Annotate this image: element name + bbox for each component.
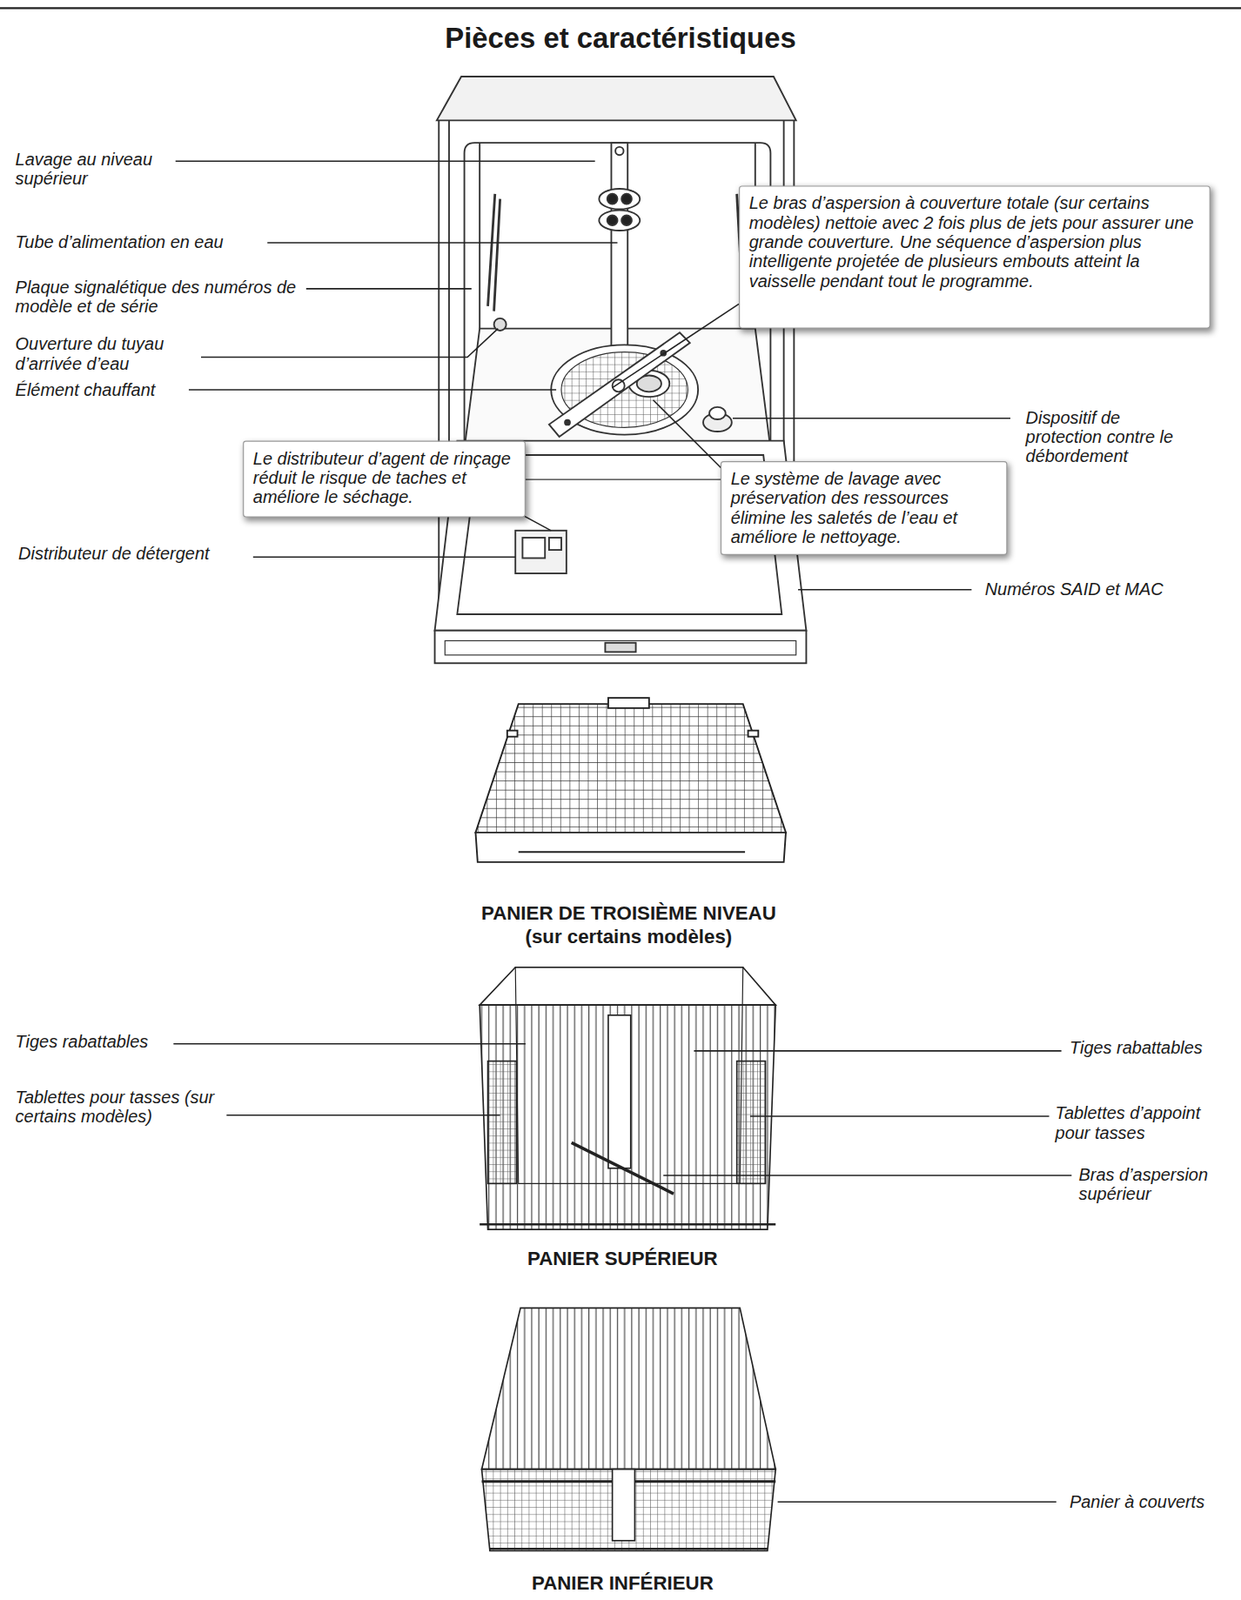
part-label: Tube d’alimentation en eau xyxy=(15,232,282,252)
lower-rack-drawing xyxy=(482,1308,777,1551)
leader-lines xyxy=(173,1044,1072,1176)
part-label: Distributeur de détergent xyxy=(18,543,263,564)
title: Pièces et caractéristiques xyxy=(212,22,1029,56)
part-label: Bras d’aspersion supérieur xyxy=(1079,1165,1238,1205)
callout-box: Le distributeur d’agent de rinçage rédui… xyxy=(242,441,526,518)
callout-box: Le bras d’aspersion à couverture totale … xyxy=(738,185,1211,329)
rack-caption: PANIER DE TROISIÈME NIVEAU xyxy=(373,902,884,926)
rack-caption: PANIER SUPÉRIEUR xyxy=(367,1247,878,1271)
part-label: Panier à couverts xyxy=(1069,1493,1241,1513)
part-label: Tiges rabattables xyxy=(15,1033,180,1053)
part-label: Tiges rabattables xyxy=(1069,1039,1241,1059)
dishwasher-drawing xyxy=(435,76,807,664)
leader-line xyxy=(778,1501,1057,1503)
callout-text: Le bras d’aspersion à couverture totale … xyxy=(749,194,1201,291)
rack-caption: (sur certains modèles) xyxy=(373,925,884,949)
callout-box: Le système de lavage avec préservation d… xyxy=(720,461,1008,556)
part-label: Élément chauffant xyxy=(15,380,200,400)
part-label: Ouverture du tuyau d’arrivée d’eau xyxy=(15,335,195,375)
rule xyxy=(0,6,1241,9)
part-label: Lavage au niveau supérieur xyxy=(15,149,180,189)
part-label: Plaque signalétique des numéros de modèl… xyxy=(15,277,302,317)
part-label: Tablettes pour tasses (sur certains modè… xyxy=(15,1087,215,1127)
callout-text: Le système de lavage avec préservation d… xyxy=(731,469,998,547)
upper-rack-drawing xyxy=(479,967,776,1230)
part-label: Dispositif de protection contre le débor… xyxy=(1026,408,1190,467)
part-label: Numéros SAID et MAC xyxy=(985,579,1210,599)
callout-text: Le distributeur d’agent de rinçage rédui… xyxy=(253,449,516,508)
third-rack-drawing xyxy=(475,697,786,863)
rack-caption: PANIER INFÉRIEUR xyxy=(367,1572,878,1596)
part-label: Tablettes d’appoint pour tasses xyxy=(1055,1104,1240,1144)
